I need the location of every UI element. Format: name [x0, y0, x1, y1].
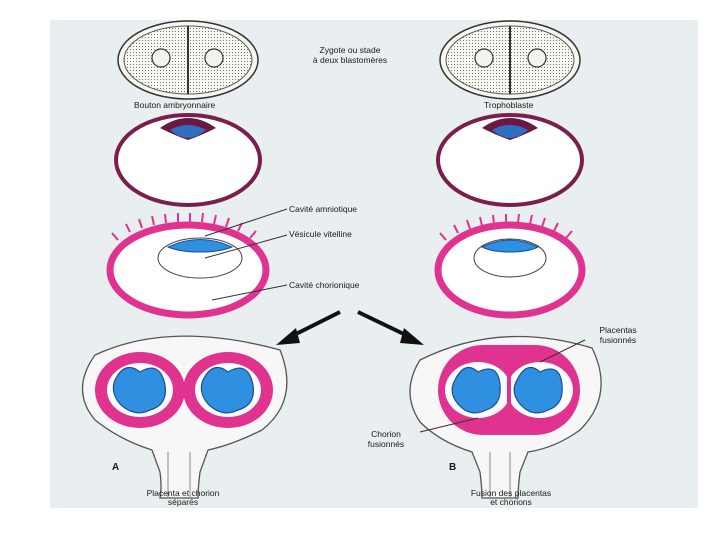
fused-sacs-b [438, 345, 580, 435]
label-chorion-line2: fusionnés [367, 439, 405, 449]
leader-lines [204, 208, 586, 433]
label-zygote-line2: à deux blastomères [312, 55, 388, 65]
caption-b-line1: Fusion des placentas [470, 488, 552, 498]
label-cavite-chorionique: Cavité chorionique [289, 280, 360, 290]
panel-label-b: B [449, 462, 457, 473]
label-trophoblaste: Trophoblaste [484, 100, 534, 110]
label-placentas-line2: fusionnés [599, 335, 637, 345]
label-vesicule: Vésicule vitelline [289, 229, 352, 239]
chorionic-vesicle-right [434, 213, 586, 319]
chorionic-vesicle-left [106, 212, 270, 319]
caption-a-line1: Placenta et chorion [146, 488, 220, 498]
blastocyst-left [114, 113, 262, 207]
sac-a-right [183, 352, 273, 428]
caption-a-line2: séparés [167, 497, 199, 507]
sac-a-left [95, 352, 185, 428]
caption-b-line2: et chorions [490, 497, 532, 507]
label-placentas-line1: Placentas [599, 325, 637, 335]
panel-label-a: A [112, 462, 120, 473]
zygote-left [117, 20, 259, 100]
label-cavite-amniotique: Cavité amniotique [289, 204, 358, 214]
blastocyst-right [436, 113, 584, 207]
arrow-right [357, 310, 424, 345]
zygote-right [439, 20, 581, 100]
arrow-left [276, 310, 341, 345]
label-bouton: Bouton ambryonnaire [134, 100, 216, 110]
label-chorion-line1: Chorion [371, 429, 401, 439]
label-zygote-line1: Zygote ou stade [319, 45, 381, 55]
